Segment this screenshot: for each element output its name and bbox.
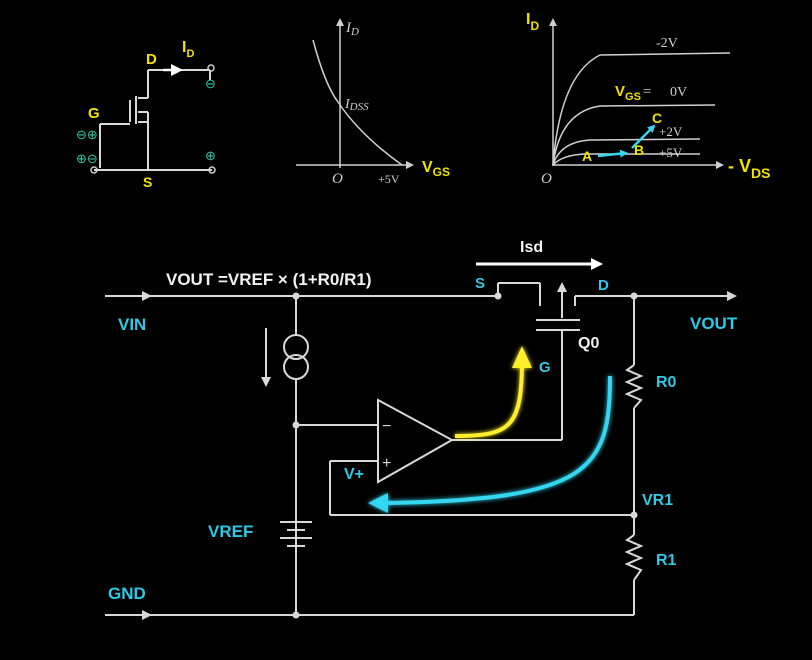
current-source-icon <box>283 334 309 380</box>
q0-label: Q0 <box>578 335 599 352</box>
r1-resistor-icon <box>624 534 644 581</box>
gnd-label: GND <box>108 584 146 603</box>
minus-symbol-icon: ⊖ <box>205 76 216 91</box>
terminal-source-icon <box>208 166 216 174</box>
feedback-flow-arrow <box>383 375 612 505</box>
vgs-label: VGS= <box>615 83 651 103</box>
vplus-label: V+ <box>344 466 364 483</box>
idss-label: IDSS <box>344 97 369 113</box>
label-d: D <box>146 51 157 68</box>
node-dot-source <box>494 292 502 300</box>
load-line-bc <box>631 124 656 149</box>
op-amp-minus: − <box>382 418 391 435</box>
point-b-label: B <box>634 142 644 158</box>
transfer-curve-panel: ID IDSS O +5V VGS <box>296 18 450 187</box>
curve-minus2v <box>552 52 731 166</box>
jfet-symbol-panel <box>94 69 212 171</box>
gate-drive-flow-arrow <box>454 359 524 438</box>
drain-label: D <box>598 277 609 294</box>
transfer-origin: O <box>332 171 343 187</box>
source-label: S <box>475 275 485 292</box>
output-origin: O <box>541 171 552 187</box>
node-dot-drain <box>630 292 638 300</box>
op-amp-icon <box>377 398 455 484</box>
r0-resistor-icon <box>624 364 644 409</box>
output-y-label: ID <box>526 11 539 33</box>
isd-label: Isd <box>520 239 543 256</box>
output-x-label: - VDS <box>728 156 770 181</box>
vin-label: VIN <box>118 315 146 334</box>
op-amp-plus: + <box>382 455 391 472</box>
terminal-drain-icon <box>207 64 215 72</box>
output-curves-panel: ID O -2V VGS= 0V +2V +5V A B C - VDS <box>526 11 770 187</box>
load-line-ab <box>597 149 628 158</box>
regulator-circuit <box>105 282 735 616</box>
formula-label: VOUT =VREF × (1+R0/R1) <box>166 270 371 289</box>
vref-label: VREF <box>208 522 253 541</box>
point-a-label: A <box>582 148 592 164</box>
feedback-arrowhead-icon <box>368 493 388 513</box>
curve-0v <box>552 104 716 166</box>
node-dot-gnd <box>292 611 300 619</box>
r0-label: R0 <box>656 374 677 391</box>
plus-symbol-icon: ⊕ <box>205 148 216 163</box>
curve-label-plus2v: +2V <box>659 124 683 139</box>
transfer-y-label: ID <box>345 20 359 38</box>
gate-label: G <box>539 359 551 376</box>
label-id: ID <box>182 39 194 60</box>
curve-label-minus2v: -2V <box>656 36 678 51</box>
curve-label-0v: 0V <box>670 85 687 100</box>
vr1-label: VR1 <box>642 492 673 509</box>
curve-label-plus5v: +5V <box>659 145 683 160</box>
point-c-label: C <box>652 110 662 126</box>
label-g: G <box>88 105 100 122</box>
node-dot-vr1 <box>630 511 638 519</box>
node-dot-top-left <box>292 292 300 300</box>
gate-charge-row2: ⊕⊖ <box>76 151 98 166</box>
node-dot-minus <box>292 421 300 429</box>
label-s: S <box>143 174 152 190</box>
vref-battery-icon <box>280 521 312 547</box>
gate-drive-arrowhead-icon <box>512 346 532 368</box>
gate-charge-row1: ⊖⊕ <box>76 127 98 142</box>
r1-label: R1 <box>656 552 677 569</box>
curve-plus5v <box>552 153 700 166</box>
transfer-x-label: VGS <box>422 159 450 179</box>
vout-label: VOUT <box>690 314 738 333</box>
terminal-gate-icon <box>90 166 98 174</box>
transfer-tick: +5V <box>378 172 400 186</box>
curve-plus2v <box>552 138 701 166</box>
transfer-curve <box>312 39 403 166</box>
